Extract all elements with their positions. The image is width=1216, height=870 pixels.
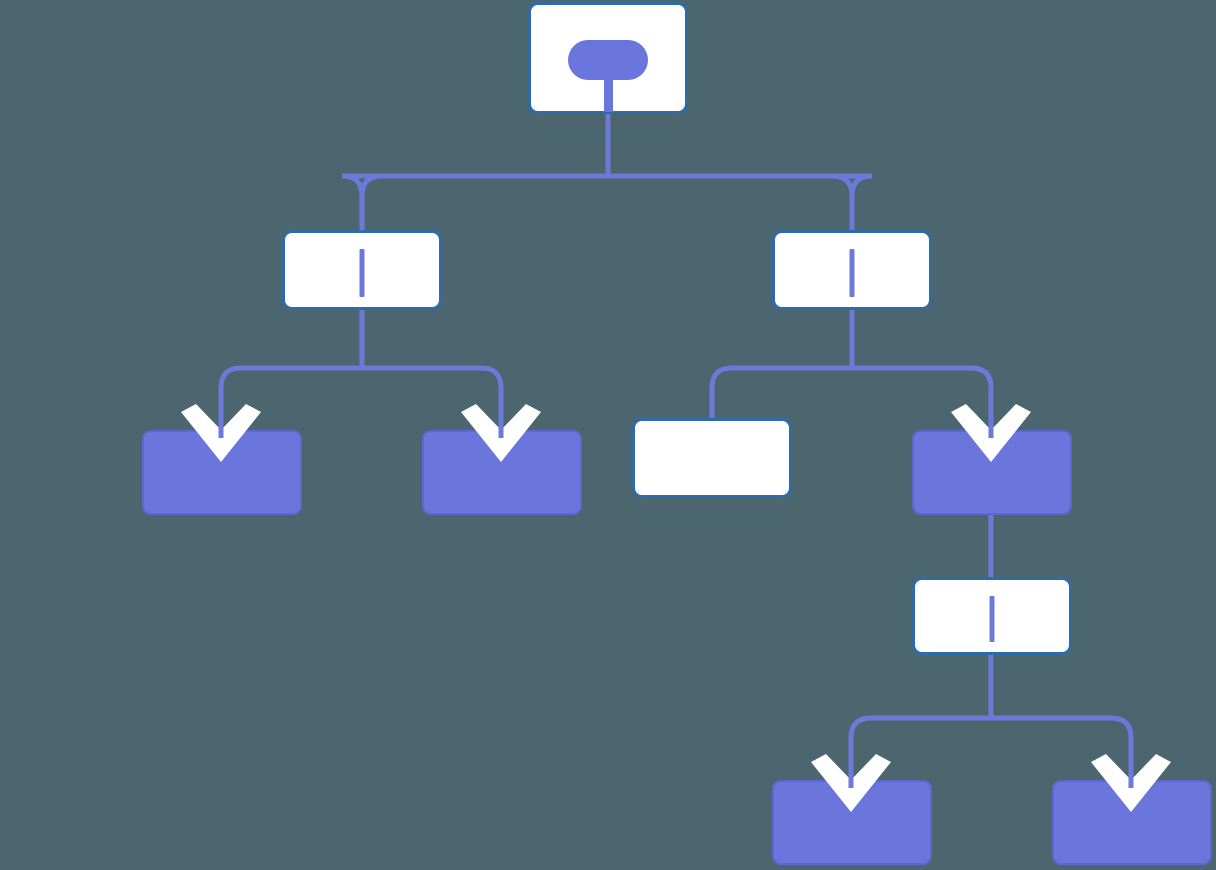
edge-r2-to-a bbox=[848, 715, 991, 780]
node-right-branch[interactable] bbox=[772, 230, 932, 310]
node-left-leaf-b[interactable] bbox=[422, 430, 582, 515]
edge-l1-to-a bbox=[218, 365, 362, 430]
node-right-sub-branch[interactable] bbox=[912, 577, 1072, 655]
edge-root-right-elbow bbox=[608, 173, 855, 232]
edge-l1-to-b bbox=[362, 365, 504, 430]
node-right-branch-stub bbox=[849, 249, 855, 297]
node-left-leaf-a[interactable] bbox=[142, 430, 302, 515]
node-right-leaf-b[interactable] bbox=[912, 430, 1072, 515]
edge-root-left-elbow bbox=[359, 173, 608, 232]
edge-r2-to-b bbox=[991, 715, 1134, 780]
node-left-branch-stub bbox=[359, 249, 365, 297]
node-right-sub-leaf-b[interactable] bbox=[1052, 780, 1212, 865]
node-right-sub-branch-stub bbox=[989, 596, 995, 642]
edge-root-to-left bbox=[341, 173, 608, 230]
edge-r1-to-a bbox=[709, 365, 852, 418]
edge-r1-to-b bbox=[852, 365, 994, 430]
node-left-branch[interactable] bbox=[282, 230, 442, 310]
root-stem-shape bbox=[604, 60, 613, 112]
edge-root-to-right bbox=[608, 173, 873, 230]
node-right-sub-leaf-a[interactable] bbox=[772, 780, 932, 865]
node-right-leaf-a[interactable] bbox=[632, 418, 792, 498]
